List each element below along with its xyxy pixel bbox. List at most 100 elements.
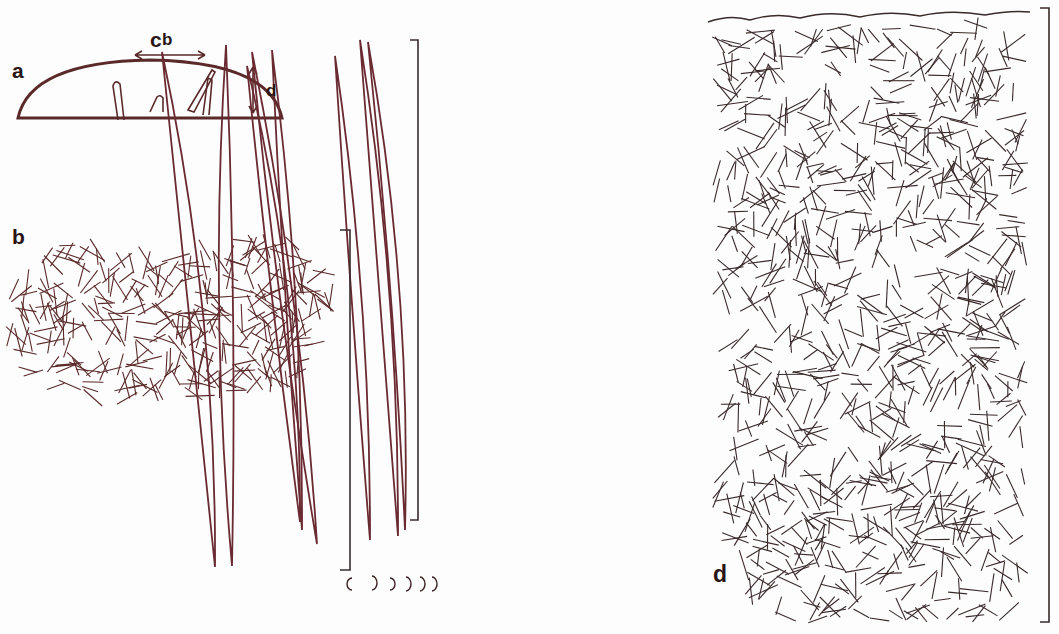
spicule-line <box>59 245 75 247</box>
sigma <box>420 577 425 591</box>
spicule-line <box>868 356 880 371</box>
spicule-line <box>923 605 939 618</box>
spicule-line <box>15 328 23 357</box>
spicule-line <box>839 320 849 350</box>
spicule-line <box>834 190 856 191</box>
spicule-line <box>746 378 749 404</box>
spicule-line <box>970 414 998 415</box>
spicule-line <box>996 75 1001 96</box>
spicule-line <box>904 401 906 423</box>
spicule-line <box>962 354 976 366</box>
spicule-line <box>728 211 748 213</box>
spicule-line <box>772 494 787 502</box>
spicule-line <box>895 142 902 166</box>
spicule-line <box>162 254 190 262</box>
spicule-line <box>14 349 37 354</box>
panel-label: a <box>12 60 24 81</box>
spicule-line <box>135 285 146 298</box>
spicule-line <box>721 404 740 405</box>
spicule-line <box>932 572 937 599</box>
spicule-line <box>721 69 738 81</box>
spicule-line <box>883 314 906 322</box>
spicule-line <box>945 225 959 238</box>
spicule-line <box>970 168 979 190</box>
spicule-line <box>1002 151 1014 170</box>
spicule-line <box>968 420 992 427</box>
spicule-line <box>744 114 771 116</box>
spicule-line <box>29 333 33 351</box>
spicule-line <box>916 195 918 219</box>
spicule-line <box>965 269 968 293</box>
spicule-line <box>923 199 934 214</box>
spicule-line <box>861 504 892 510</box>
spicule-line <box>771 227 791 247</box>
spicule-line <box>932 284 955 299</box>
spicule-line <box>1001 274 1006 295</box>
spicule-line <box>774 41 775 62</box>
spicule-line <box>844 329 862 337</box>
spicule-line <box>894 554 899 570</box>
spicule-line <box>54 283 73 298</box>
spicule-line <box>970 319 988 331</box>
spicule-line <box>776 597 782 615</box>
spicule-line <box>72 357 79 375</box>
spicule-line <box>82 303 95 318</box>
spicule-line <box>21 315 28 335</box>
spicule-line <box>1008 221 1026 224</box>
spicule-line <box>748 298 758 311</box>
spicule-line <box>718 403 736 417</box>
spicule-line <box>759 445 785 456</box>
spicule-line <box>847 412 864 433</box>
spicule-line <box>794 484 808 508</box>
spicule-line <box>896 218 916 225</box>
spicule-line <box>723 512 740 517</box>
spicule-line <box>862 177 875 201</box>
spicule-line <box>755 32 774 44</box>
spicule-line <box>896 528 913 549</box>
spicule-line <box>893 377 919 394</box>
oxea-spicule <box>162 52 215 567</box>
spicule-line <box>950 120 978 127</box>
spicule-line <box>793 279 822 292</box>
spicule-line <box>742 225 769 235</box>
spicule-line <box>870 618 889 621</box>
spicule-line <box>50 247 64 266</box>
spicule-line <box>968 194 970 219</box>
spicule-line <box>855 156 870 168</box>
spicule-line <box>804 253 830 257</box>
spicule-line <box>302 285 325 297</box>
spicule-line <box>1004 31 1009 60</box>
spicule-line <box>734 364 739 383</box>
spicule-line <box>890 84 912 93</box>
spicule-line <box>213 252 216 272</box>
spicule-line <box>168 336 187 359</box>
spicule-line <box>941 116 968 122</box>
spicule-line <box>106 327 116 345</box>
spicule-line <box>859 123 890 130</box>
spicule-line <box>786 391 798 411</box>
spicule-line <box>739 550 748 580</box>
oxea-spicule <box>368 42 406 530</box>
spicule-line <box>223 275 239 281</box>
spicule-line <box>265 347 285 360</box>
spicule-line <box>243 241 267 256</box>
spicule-line <box>875 375 896 398</box>
oxea-spicule <box>219 45 234 566</box>
spicule-line <box>747 545 769 558</box>
spicule-line <box>797 152 815 168</box>
spicule-line <box>755 346 773 350</box>
spicule-line <box>752 496 761 515</box>
spicule-line <box>957 222 980 225</box>
spicule-line <box>95 296 112 303</box>
spicule-line <box>975 446 992 467</box>
spicule-line <box>951 187 973 207</box>
spicule-line <box>1018 367 1023 389</box>
spicule-line <box>801 88 821 110</box>
spicule-line <box>928 173 943 179</box>
spicule-line <box>981 549 989 571</box>
spicule-line <box>896 180 904 206</box>
spicule-line <box>803 198 808 214</box>
spicule-line <box>1018 399 1026 415</box>
spicule-line <box>174 352 180 374</box>
